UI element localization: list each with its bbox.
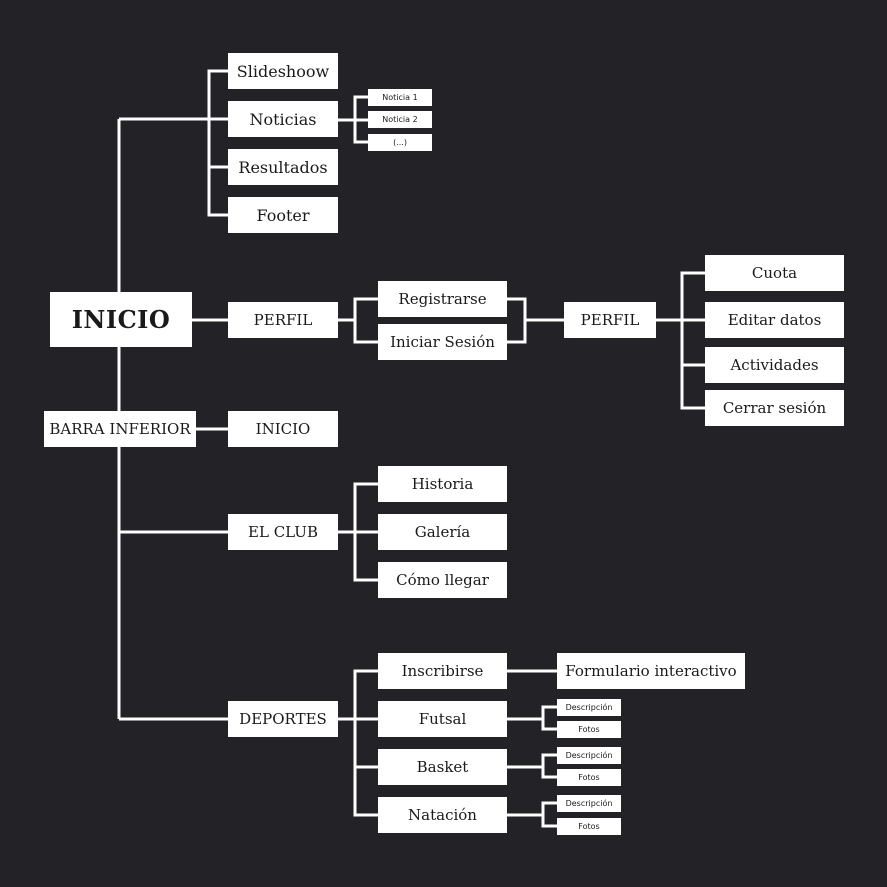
- perfil-left-bracket: [353, 297, 378, 344]
- node-iniciar-sesion: Iniciar Sesión: [378, 324, 507, 360]
- node-noticia-more: (...): [368, 134, 432, 151]
- node-natacion-descripcion: Descripción: [557, 795, 621, 812]
- node-cerrar-sesion: Cerrar sesión: [705, 390, 844, 426]
- node-basket: Basket: [378, 749, 507, 785]
- node-formulario-interactivo: Formulario interactivo: [557, 653, 745, 689]
- node-futsal-descripcion: Descripción: [557, 699, 621, 716]
- node-natacion-fotos: Fotos: [557, 818, 621, 835]
- node-inicio-2: INICIO: [228, 411, 338, 447]
- node-inicio: INICIO: [50, 292, 192, 347]
- node-perfil: PERFIL: [228, 302, 338, 338]
- node-noticias: Noticias: [228, 101, 338, 137]
- home-branch-bracket: [207, 69, 228, 217]
- node-perfil-2: PERFIL: [564, 302, 656, 338]
- deportes-bracket: [353, 669, 378, 817]
- node-futsal: Futsal: [378, 701, 507, 737]
- node-registrarse: Registrarse: [378, 281, 507, 317]
- node-basket-fotos: Fotos: [557, 769, 621, 786]
- node-deportes: DEPORTES: [228, 701, 338, 737]
- node-galeria: Galería: [378, 514, 507, 550]
- node-cuota: Cuota: [705, 255, 844, 291]
- node-actividades: Actividades: [705, 347, 844, 383]
- node-el-club: EL CLUB: [228, 514, 338, 550]
- noticias-bracket: [353, 95, 368, 144]
- node-editar-datos: Editar datos: [705, 302, 844, 338]
- node-noticia-2: Noticia 2: [368, 111, 432, 128]
- node-footer: Footer: [228, 197, 338, 233]
- perfil-right-bracket: [507, 297, 527, 344]
- node-historia: Historia: [378, 466, 507, 502]
- node-natacion: Natación: [378, 797, 507, 833]
- node-barra-inferior: BARRA INFERIOR: [44, 411, 196, 447]
- node-resultados: Resultados: [228, 149, 338, 185]
- perfil2-bracket: [680, 271, 705, 410]
- node-noticia-1: Noticia 1: [368, 89, 432, 106]
- node-futsal-fotos: Fotos: [557, 721, 621, 738]
- node-inscribirse: Inscribirse: [378, 653, 507, 689]
- node-slideshow: Slideshoow: [228, 53, 338, 89]
- node-basket-descripcion: Descripción: [557, 747, 621, 764]
- node-como-llegar: Cómo llegar: [378, 562, 507, 598]
